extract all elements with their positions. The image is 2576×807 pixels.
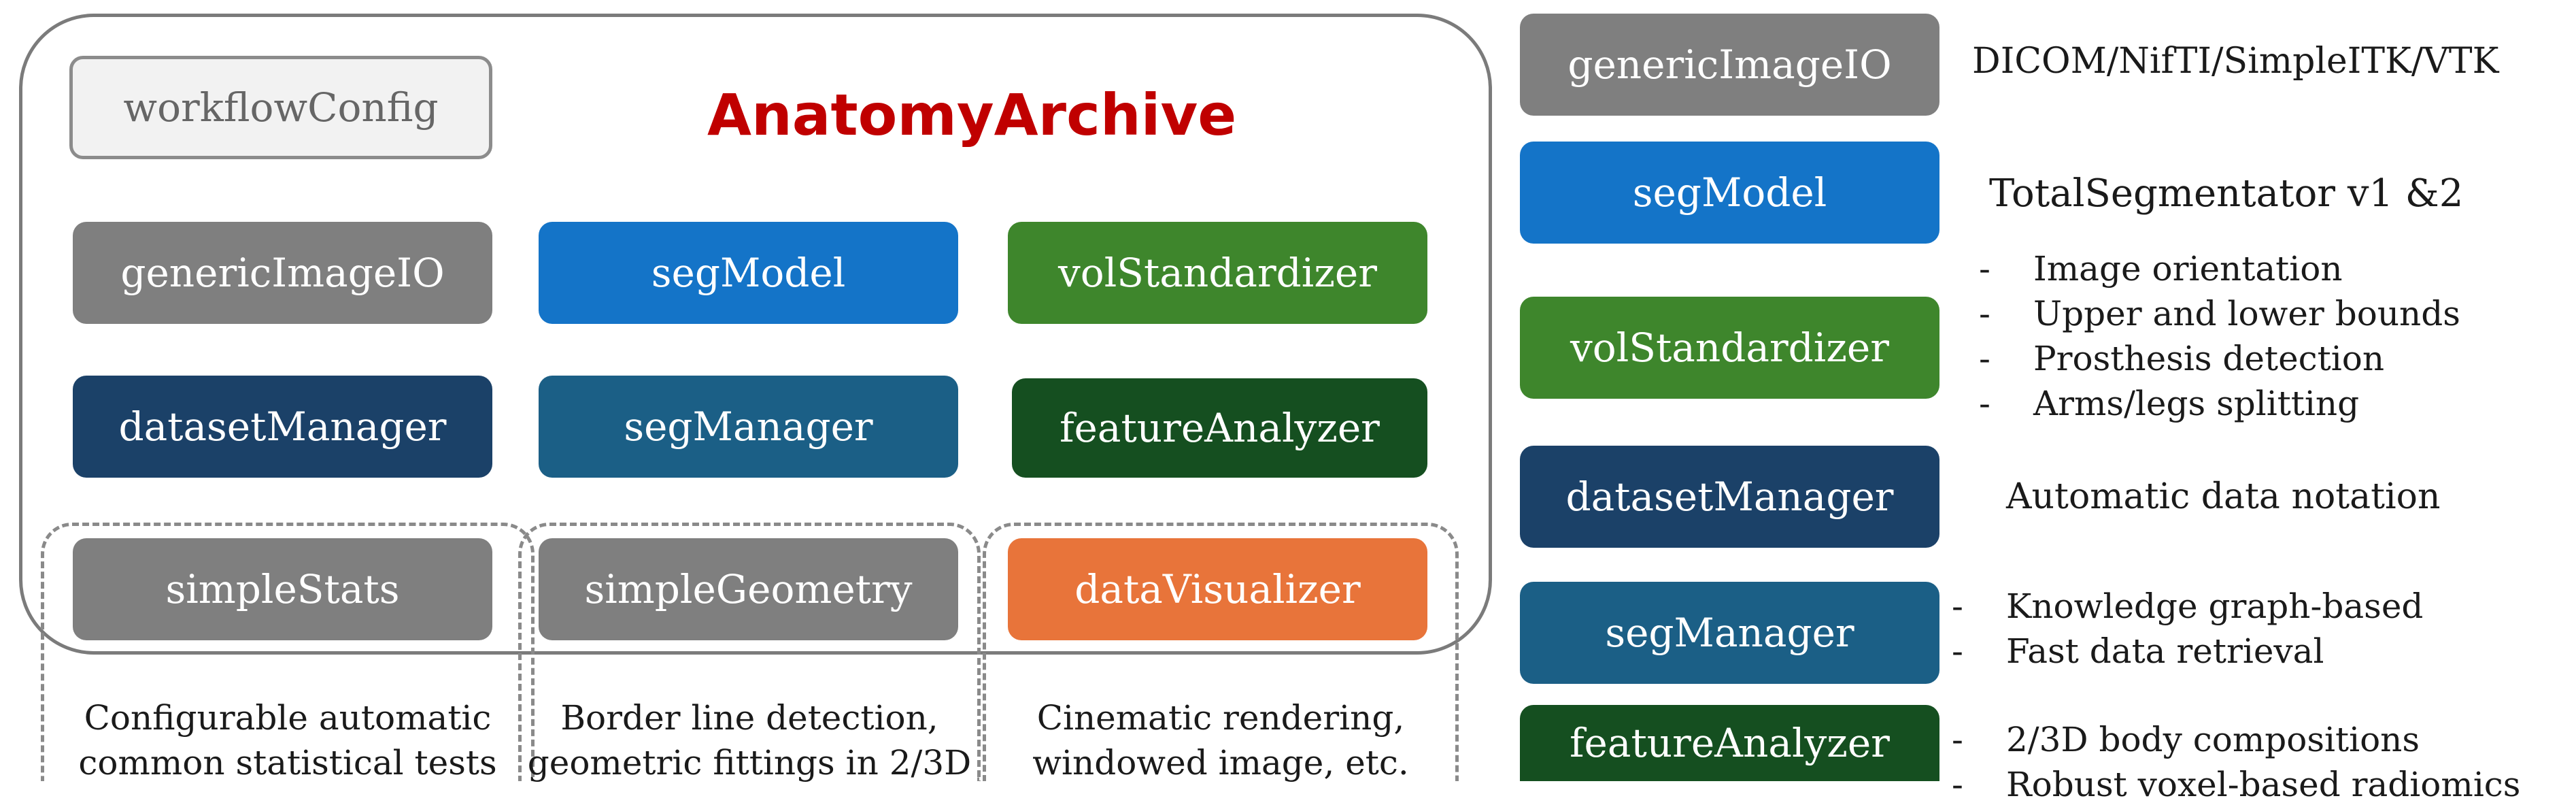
visualizer-caption: Cinematic rendering, windowed image, etc… (983, 695, 1459, 785)
seg-manager-bullets: -Knowledge graph-based -Fast data retrie… (1952, 584, 2423, 674)
feature-analyzer-bullets: -2/3D body compositions -Robust voxel-ba… (1952, 717, 2520, 807)
seg-model-module: segModel (539, 222, 958, 324)
visualizer-caption-line-1: Cinematic rendering, (1036, 698, 1405, 738)
stats-caption-line-2: common statistical tests (78, 743, 497, 783)
vol-standardizer-bullets: -Image orientation -Upper and lower boun… (1979, 246, 2460, 426)
dataset-manager-desc: Automatic data notation (2006, 476, 2441, 517)
simple-stats-module: simpleStats (73, 538, 492, 640)
vol-bullet-3: -Prosthesis detection (1979, 339, 2385, 378)
seg-model-desc: TotalSegmentator v1 &2 (1989, 171, 2464, 216)
diagram-title: AnatomyArchive (707, 82, 1237, 148)
right-dataset-manager-module: datasetManager (1520, 446, 1939, 548)
right-vol-standardizer-module: volStandardizer (1520, 297, 1939, 399)
geometry-caption-line-1: Border line detection, (560, 698, 938, 738)
feature-analyzer-module: featureAnalyzer (1012, 378, 1427, 478)
dataset-manager-module: datasetManager (73, 376, 492, 478)
segman-bullet-2: -Fast data retrieval (1952, 631, 2324, 671)
generic-image-io-module: genericImageIO (73, 222, 492, 324)
geometry-caption: Border line detection, geometric fitting… (518, 695, 981, 785)
anatomyarchive-frame (19, 14, 1492, 655)
feature-bullet-2: -Robust voxel-based radiomics (1952, 765, 2521, 804)
workflow-config-module: workflowConfig (69, 56, 492, 159)
seg-manager-module: segManager (539, 376, 958, 478)
visualizer-group-border (983, 523, 1459, 781)
vol-standardizer-module: volStandardizer (1008, 222, 1427, 324)
vol-bullet-4: -Arms/legs splitting (1979, 384, 2360, 423)
vol-bullet-1: -Image orientation (1979, 249, 2343, 289)
stats-caption: Configurable automatic common statistica… (41, 695, 535, 785)
geometry-group-border (518, 523, 981, 781)
visualizer-caption-line-2: windowed image, etc. (1032, 743, 1409, 783)
right-seg-model-module: segModel (1520, 142, 1939, 244)
data-visualizer-module: dataVisualizer (1008, 538, 1427, 640)
stats-caption-line-1: Configurable automatic (84, 698, 492, 738)
feature-bullet-1: -2/3D body compositions (1952, 720, 2420, 759)
stats-group-border (41, 523, 535, 781)
generic-image-io-desc: DICOM/NifTI/SimpleITK/VTK (1972, 41, 2499, 82)
geometry-caption-line-2: geometric fittings in 2/3D (527, 743, 972, 783)
vol-bullet-2: -Upper and lower bounds (1979, 294, 2460, 333)
right-seg-manager-module: segManager (1520, 582, 1939, 684)
right-feature-analyzer-module: featureAnalyzer (1520, 705, 1939, 781)
simple-geometry-module: simpleGeometry (539, 538, 958, 640)
right-generic-image-io-module: genericImageIO (1520, 14, 1939, 116)
segman-bullet-1: -Knowledge graph-based (1952, 587, 2424, 626)
